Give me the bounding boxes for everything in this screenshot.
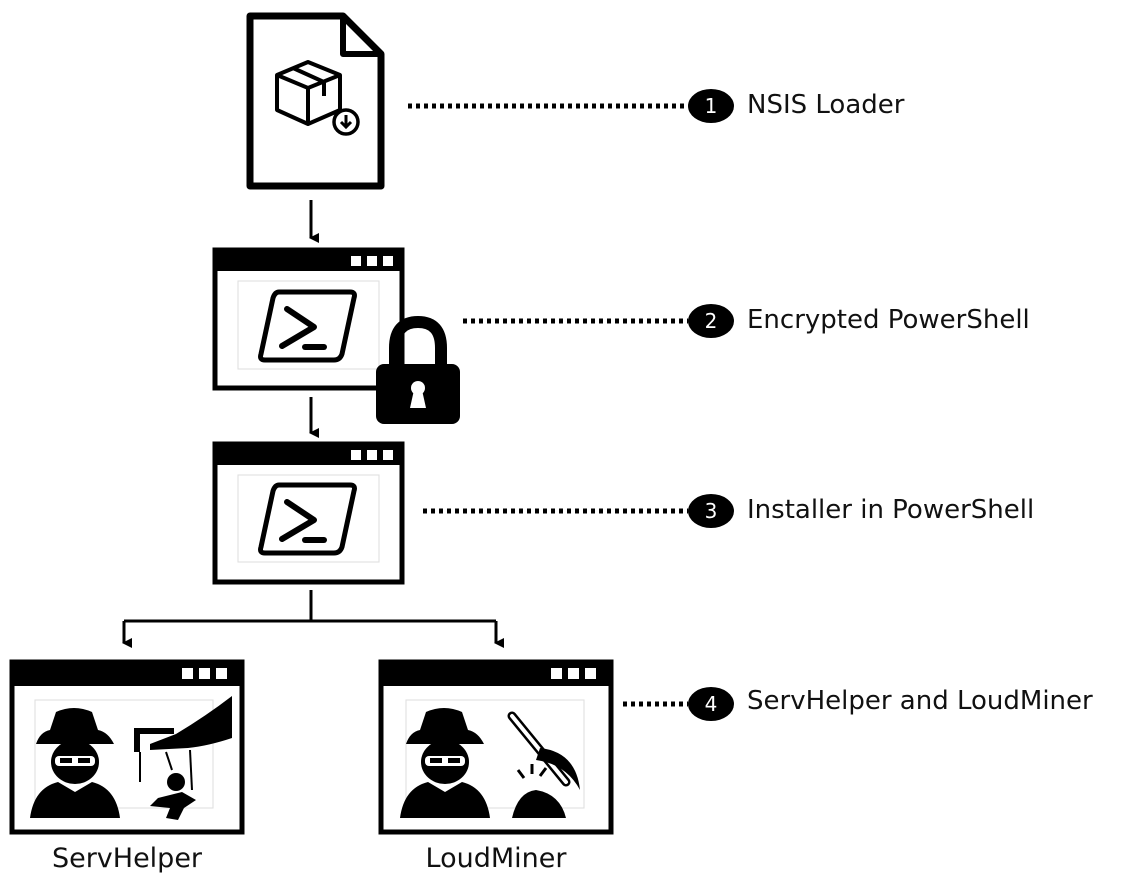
pickaxe-icon bbox=[507, 711, 580, 818]
servhelper-caption: ServHelper bbox=[51, 843, 203, 874]
powershell-icon bbox=[258, 289, 357, 363]
step-1-label: NSIS Loader bbox=[747, 90, 905, 120]
puppet-master-icon bbox=[134, 696, 232, 820]
package-icon bbox=[275, 60, 360, 136]
installer-powershell-window bbox=[212, 441, 405, 585]
powershell-icon bbox=[258, 482, 357, 556]
encrypted-powershell-window bbox=[212, 247, 405, 391]
step-2-badge: 2 bbox=[688, 304, 734, 338]
step-3-badge: 3 bbox=[688, 494, 734, 528]
step-4-badge: 4 bbox=[688, 687, 734, 721]
servhelper-window bbox=[9, 659, 245, 835]
nsis-file-icon bbox=[246, 12, 385, 190]
branch-connector bbox=[122, 590, 504, 648]
step-2-label: Encrypted PowerShell bbox=[747, 305, 1030, 335]
padlock-icon bbox=[376, 315, 460, 424]
masked-hacker-icon bbox=[30, 708, 120, 818]
step-1-badge: 1 bbox=[688, 89, 734, 123]
loudminer-caption: LoudMiner bbox=[425, 843, 567, 874]
masked-hacker-icon bbox=[400, 708, 490, 818]
step-4-label: ServHelper and LoudMiner bbox=[747, 686, 1093, 716]
step-3-label: Installer in PowerShell bbox=[747, 495, 1035, 525]
loudminer-window bbox=[378, 659, 614, 835]
